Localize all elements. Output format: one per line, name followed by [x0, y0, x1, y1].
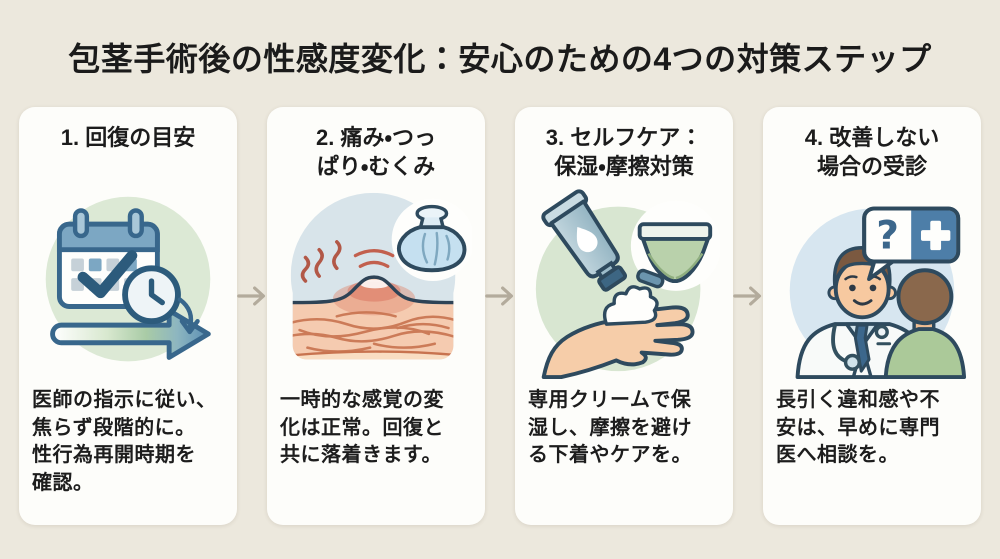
step-3-illustration: [528, 185, 720, 381]
page-title: 包茎手術後の性感度変化：安心のための4つの対策ステップ: [68, 41, 932, 77]
step-3-heading: 3. セルフケア：保湿・摩擦対策: [545, 125, 703, 180]
step-1-illustration: [32, 185, 224, 381]
smile: [852, 299, 873, 306]
doctor-consultation-illustration: ?: [789, 206, 967, 379]
step-card-3: 3. セルフケア：保湿・摩擦対策: [515, 107, 733, 525]
patient-icon: [883, 268, 967, 379]
patient-shirt: [883, 327, 967, 379]
checkmark-icon: [77, 250, 138, 299]
cream-foam-icon: [602, 285, 659, 326]
arrow-gap-2: [485, 107, 515, 525]
arrow-gap-3: [733, 107, 763, 525]
stethoscope-icon: [831, 324, 892, 371]
step-2-illustration: [280, 185, 472, 381]
ice-pack-icon: [397, 204, 467, 273]
cream-tube-icon: [541, 189, 628, 292]
question-mark-icon: ?: [876, 214, 899, 259]
step-1-heading: 1. 回復の目安: [60, 125, 196, 150]
medical-plus-icon: [920, 220, 951, 251]
deep-tissue-layer: [290, 350, 456, 360]
progress-arrow-icon: [50, 307, 211, 360]
calendar-clock-progress-illustration: [45, 196, 211, 362]
step-4-body: 長引く違和感や不安は、早めに専門医へ相談を。: [776, 389, 940, 467]
underwear-icon: [637, 222, 713, 283]
step-card-1: 1. 回復の目安: [19, 107, 237, 525]
arrow-gap-1: [237, 107, 267, 525]
step-card-4: 4. 改善しない場合の受診: [763, 107, 981, 525]
pain-squiggle-icons: [300, 240, 342, 283]
step-4-illustration: ?: [776, 185, 968, 381]
arrow-right-icon: [733, 286, 762, 306]
swollen-skin-illustration: [290, 192, 472, 360]
step-1-body: 医師の指示に従い、焦らず段階的に。性行為再開時期を確認。: [32, 389, 217, 494]
skin-surface-line: [290, 275, 456, 305]
self-care-illustration: [535, 189, 720, 379]
step-4-heading: 4. 改善しない場合の受診: [804, 125, 940, 180]
steps-row: 1. 回復の目安: [19, 107, 981, 525]
arrow-right-icon: [485, 286, 514, 306]
speech-bubble-icon: ?: [862, 206, 961, 282]
curved-arrow-icon: [177, 297, 200, 335]
patient-head-back: [896, 268, 954, 326]
necktie: [853, 323, 871, 373]
tissue-fibers: [290, 311, 456, 353]
drop-logo-icon: [576, 226, 598, 253]
step-3-body: 専用クリームで保湿し、摩擦を避ける下着やケアを。: [528, 389, 692, 467]
bump-highlight: [360, 279, 390, 289]
arrow-right-icon: [237, 286, 266, 306]
step-2-body: 一時的な感覚の変化は正常。回復と共に落着きます。: [280, 389, 444, 467]
clock-icon: [122, 265, 181, 325]
step-card-2: 2. 痛み・つっぱり・むくみ: [267, 107, 485, 525]
step-2-heading: 2. 痛み・つっぱり・むくみ: [316, 125, 436, 180]
tube-cap-icon: [636, 268, 665, 289]
swelling-arc-lines: [353, 249, 395, 269]
